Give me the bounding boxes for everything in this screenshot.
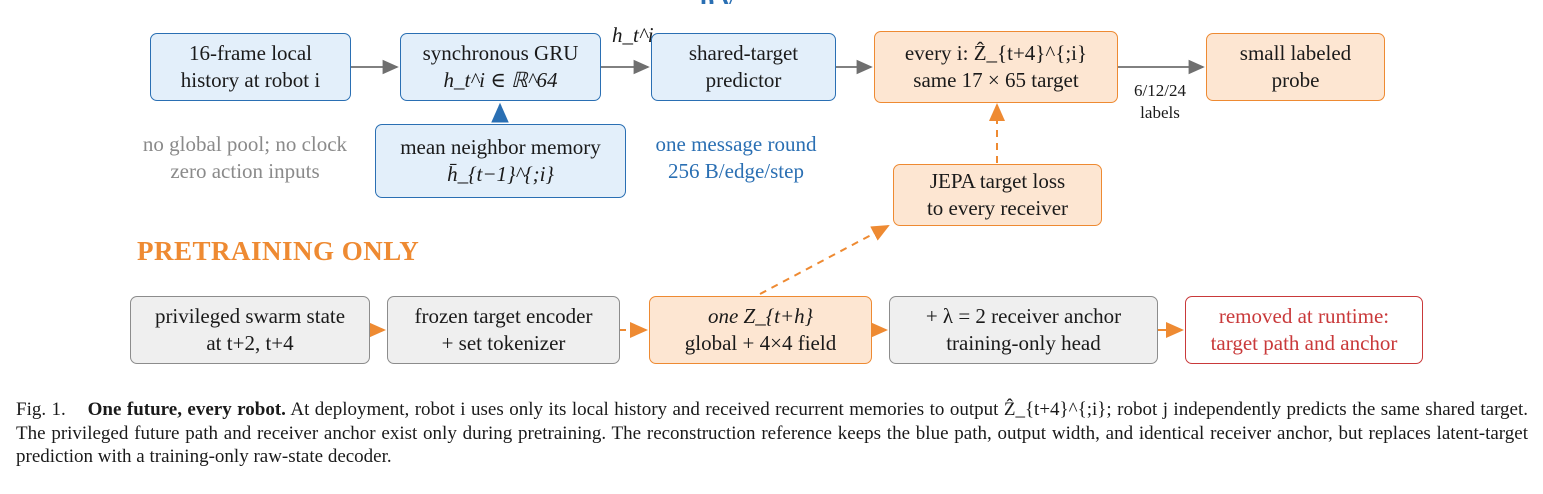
no-global-pool-line2: zero action inputs [170, 159, 320, 183]
arrow-onez-to-jepa [759, 225, 890, 295]
cropped-figure-title: p y [700, 0, 960, 4]
frozen-encoder-box: frozen target encoder + set tokenizer [387, 296, 620, 364]
neighbor-memory-line2: h̄_{t−1}^{;i} [447, 162, 554, 186]
caption-body: At deployment, robot i uses only its loc… [16, 399, 1529, 467]
removed-line2: target path and anchor [1210, 331, 1398, 355]
labels-count: 6/12/24 labels [1130, 80, 1190, 124]
gru-line2: h_t^i ∈ ℝ^64 [443, 68, 558, 92]
gru-box: synchronous GRU h_t^i ∈ ℝ^64 [400, 33, 601, 101]
neighbor-memory-box: mean neighbor memory h̄_{t−1}^{;i} [375, 124, 626, 198]
message-round-line2: 256 B/edge/step [668, 159, 804, 183]
predictor-box: shared-target predictor [651, 33, 836, 101]
every-i-box: every i: Ẑ_{t+4}^{;i} same 17 × 65 targe… [874, 31, 1118, 103]
one-z-box: one Z_{t+h} global + 4×4 field [649, 296, 872, 364]
removed-box: removed at runtime: target path and anch… [1185, 296, 1423, 364]
anchor-line1: + λ = 2 receiver anchor [925, 304, 1122, 328]
privileged-state-line2: at t+2, t+4 [206, 331, 294, 355]
probe-line2: probe [1271, 68, 1320, 92]
privileged-state-line1: privileged swarm state [154, 304, 346, 328]
labels-count-line1: 6/12/24 [1134, 81, 1186, 100]
predictor-line2: predictor [705, 68, 782, 92]
jepa-loss-box: JEPA target loss to every receiver [893, 164, 1102, 226]
privileged-state-box: privileged swarm state at t+2, t+4 [130, 296, 370, 364]
message-round-note: one message round 256 B/edge/step [636, 131, 836, 185]
figure-caption: Fig. 1. One future, every robot. At depl… [16, 398, 1528, 469]
no-global-pool-note: no global pool; no clock zero action inp… [120, 131, 370, 185]
no-global-pool-line1: no global pool; no clock [142, 132, 348, 156]
anchor-line2: training-only head [946, 331, 1101, 355]
message-round-line1: one message round [655, 132, 817, 156]
neighbor-memory-line1: mean neighbor memory [400, 135, 601, 159]
local-history-line2: history at robot i [180, 68, 321, 92]
probe-line1: small labeled [1239, 41, 1352, 65]
frozen-encoder-line2: + set tokenizer [441, 331, 566, 355]
labels-count-line2: labels [1140, 103, 1180, 122]
predictor-line1: shared-target [688, 41, 799, 65]
gru-line1: synchronous GRU [422, 41, 579, 65]
removed-line1: removed at runtime: [1218, 304, 1390, 328]
every-i-line1: every i: Ẑ_{t+4}^{;i} [904, 41, 1088, 65]
local-history-line1: 16-frame local [188, 41, 313, 65]
one-z-line2: global + 4×4 field [684, 331, 837, 355]
one-z-line1: one Z_{t+h} [707, 304, 814, 328]
jepa-loss-line1: JEPA target loss [929, 169, 1066, 193]
every-i-line2: same 17 × 65 target [913, 68, 1079, 92]
local-history-box: 16-frame local history at robot i [150, 33, 351, 101]
frozen-encoder-line1: frozen target encoder [414, 304, 593, 328]
caption-title: One future, every robot. [87, 399, 286, 420]
probe-box: small labeled probe [1206, 33, 1385, 101]
caption-prefix: Fig. 1. [16, 399, 66, 420]
anchor-box: + λ = 2 receiver anchor training-only he… [889, 296, 1158, 364]
h-label: h_t^i [612, 23, 654, 47]
jepa-loss-line2: to every receiver [926, 196, 1069, 220]
pretraining-only-title: PRETRAINING ONLY [137, 236, 420, 266]
